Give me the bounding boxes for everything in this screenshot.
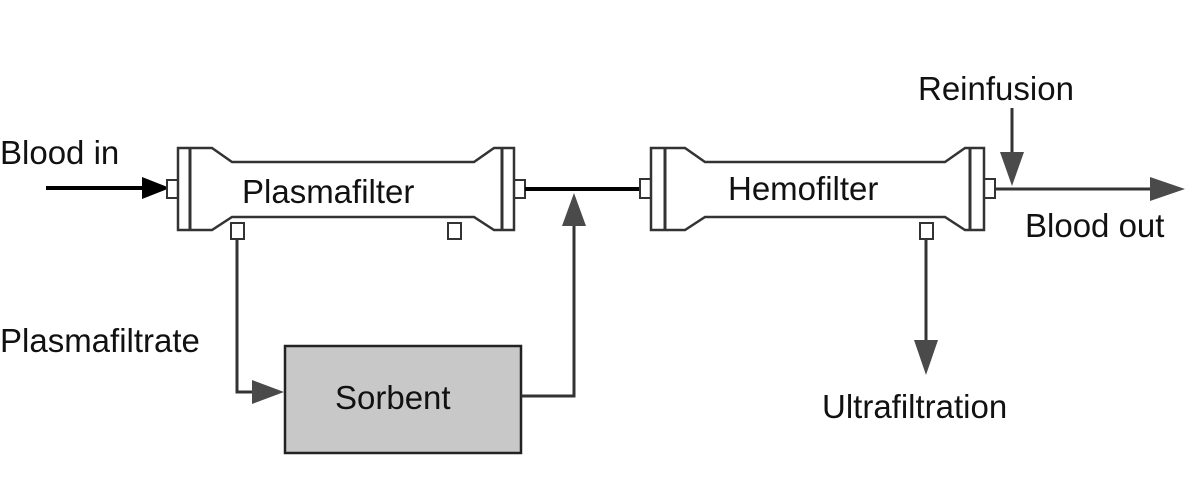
hemofilter-label: Hemofilter [728, 170, 878, 207]
blood-in-arrow [46, 177, 170, 199]
plasmafiltrate-line [235, 239, 284, 404]
sorbent-return-line [521, 193, 586, 398]
hemofilter-body [649, 146, 986, 232]
blood-out-arrow [995, 177, 1185, 201]
plasmafilter-side-port [447, 222, 462, 240]
sorbent-box [283, 344, 523, 455]
plasmafilter-inlet-port [166, 179, 179, 199]
sorbent: Sorbent [283, 344, 523, 455]
plasmafilter-outlet-port [513, 179, 526, 199]
hemofilter-outlet-port [983, 178, 996, 199]
blood-out-label: Blood out [1025, 207, 1164, 244]
plasmafiltrate-label: Plasmafiltrate [0, 322, 200, 359]
hemofilter: Hemofilter [639, 146, 996, 240]
reinfusion-arrow [1000, 108, 1024, 186]
hemofilter-ultrafiltrate-port [919, 222, 934, 240]
ultrafiltration-arrow [914, 239, 938, 375]
blood-in-label: Blood in [0, 134, 119, 171]
ultrafiltration-label: Ultrafiltration [822, 388, 1007, 425]
reinfusion-label: Reinfusion [918, 70, 1074, 107]
plasmafilter: Plasmafilter [166, 146, 526, 240]
plasmafilter-filtrate-port [230, 222, 245, 240]
plasmafilter-label: Plasmafilter [242, 173, 414, 210]
sorbent-label: Sorbent [335, 379, 451, 416]
plasmafilter-body [176, 146, 516, 232]
hemofilter-inlet-port [639, 178, 652, 199]
